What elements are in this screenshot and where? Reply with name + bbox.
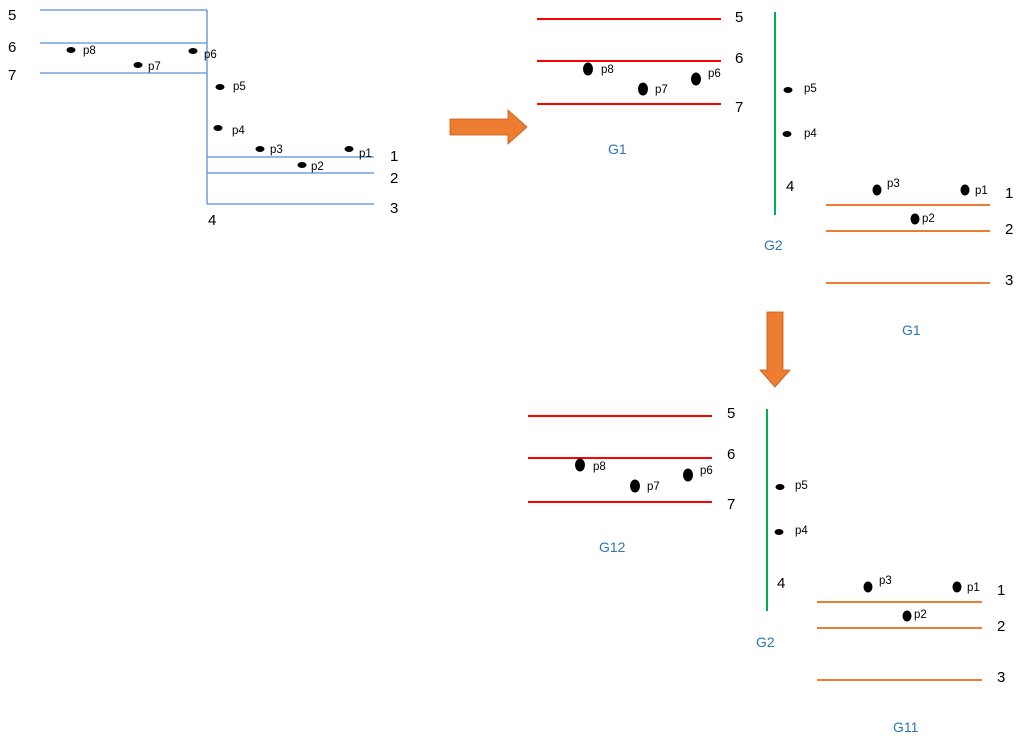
red-line-label-5: 5 bbox=[727, 405, 735, 422]
point-label-p2: p2 bbox=[922, 213, 935, 225]
red-line-label-6: 6 bbox=[727, 446, 735, 463]
orange-line-label-1: 1 bbox=[1005, 185, 1013, 202]
point-p8 bbox=[583, 62, 593, 76]
original-lines bbox=[40, 9, 374, 205]
point-p6 bbox=[188, 48, 198, 54]
original-diagram: 5 6 7 4 1 2 3 p8 p7 p6 p5 p4 p3 p1 p2 bbox=[8, 7, 398, 229]
line-label-3: 3 bbox=[390, 200, 398, 217]
point-p7 bbox=[638, 82, 648, 96]
red-line-label-5: 5 bbox=[735, 9, 743, 26]
point-label-p4: p4 bbox=[804, 128, 817, 140]
point-p5 bbox=[783, 87, 793, 93]
point-label-p6: p6 bbox=[708, 68, 721, 80]
point-p3 bbox=[863, 581, 873, 593]
red-line-label-6: 6 bbox=[735, 50, 743, 67]
green-line-label-4: 4 bbox=[786, 178, 794, 195]
point-label-p6: p6 bbox=[204, 49, 217, 61]
point-p4 bbox=[213, 125, 223, 131]
original-points bbox=[66, 47, 354, 168]
point-label-p7: p7 bbox=[148, 61, 161, 73]
group-label: G12 bbox=[599, 539, 626, 555]
point-p3 bbox=[255, 146, 265, 152]
orange-line-label-1: 1 bbox=[997, 582, 1005, 599]
split-2-orange-block: 1 2 3 p3 p1 p2 G11 bbox=[817, 575, 1005, 735]
group-label: G11 bbox=[893, 719, 919, 735]
point-label-p2: p2 bbox=[914, 609, 927, 621]
group-label: G1 bbox=[902, 322, 921, 338]
line-label-6: 6 bbox=[8, 39, 16, 56]
point-p8 bbox=[575, 458, 585, 472]
point-label-p4: p4 bbox=[232, 125, 245, 137]
point-p1 bbox=[952, 581, 962, 593]
group-label: G2 bbox=[764, 237, 783, 253]
point-label-p1: p1 bbox=[359, 148, 372, 160]
point-p2 bbox=[297, 162, 307, 168]
green-line-label-4: 4 bbox=[777, 575, 785, 592]
group-label: G2 bbox=[756, 634, 775, 650]
split-1: 5 6 7 p8 p7 p6 G1 4 p5 p4 G2 bbox=[537, 9, 1013, 338]
split-1-red-block: 5 6 7 p8 p7 p6 G1 bbox=[537, 9, 743, 157]
point-label-p8: p8 bbox=[83, 45, 96, 57]
point-p6 bbox=[691, 72, 701, 86]
orange-line-label-3: 3 bbox=[1005, 272, 1013, 289]
split-2: 5 6 7 p8 p7 p6 G12 4 p5 p4 G2 bbox=[528, 405, 1005, 735]
point-label-p1: p1 bbox=[967, 582, 980, 594]
point-p7 bbox=[133, 62, 143, 68]
point-p4 bbox=[774, 529, 784, 535]
point-label-p7: p7 bbox=[647, 481, 660, 493]
point-label-p4: p4 bbox=[795, 525, 808, 537]
group-label: G1 bbox=[608, 141, 627, 157]
split-2-green-block: 4 p5 p4 G2 bbox=[756, 409, 808, 650]
point-label-p2: p2 bbox=[311, 161, 324, 173]
point-p3 bbox=[872, 184, 882, 196]
point-p2 bbox=[902, 610, 912, 622]
point-p1 bbox=[960, 184, 970, 196]
line-label-4: 4 bbox=[208, 212, 216, 229]
point-p2 bbox=[910, 213, 920, 225]
point-p5 bbox=[215, 84, 225, 90]
red-line-label-7: 7 bbox=[727, 496, 735, 513]
red-line-label-7: 7 bbox=[735, 99, 743, 116]
point-label-p3: p3 bbox=[887, 178, 900, 190]
point-label-p3: p3 bbox=[879, 575, 892, 587]
split-2-red-block: 5 6 7 p8 p7 p6 G12 bbox=[528, 405, 735, 555]
orange-line-label-2: 2 bbox=[997, 618, 1005, 635]
point-label-p8: p8 bbox=[601, 64, 614, 76]
point-label-p5: p5 bbox=[804, 83, 817, 95]
point-label-p5: p5 bbox=[233, 81, 246, 93]
point-label-p3: p3 bbox=[270, 144, 283, 156]
point-label-p5: p5 bbox=[795, 480, 808, 492]
point-label-p6: p6 bbox=[700, 465, 713, 477]
point-p1 bbox=[344, 146, 354, 152]
line-label-1: 1 bbox=[390, 148, 398, 165]
point-p6 bbox=[683, 468, 693, 482]
arrow-down-icon bbox=[759, 311, 791, 388]
point-p8 bbox=[66, 47, 76, 53]
arrow-right-icon bbox=[449, 109, 528, 145]
orange-line-label-3: 3 bbox=[997, 669, 1005, 686]
line-label-5: 5 bbox=[8, 7, 16, 24]
line-label-2: 2 bbox=[390, 170, 398, 187]
split-1-orange-block: 1 2 3 p3 p1 p2 G1 bbox=[826, 178, 1013, 338]
point-p4 bbox=[782, 131, 792, 137]
point-p5 bbox=[775, 484, 785, 490]
split-1-green-block: 4 p5 p4 G2 bbox=[764, 12, 817, 253]
point-label-p7: p7 bbox=[655, 84, 668, 96]
point-label-p1: p1 bbox=[975, 185, 988, 197]
point-p7 bbox=[630, 479, 640, 493]
orange-line-label-2: 2 bbox=[1005, 221, 1013, 238]
point-label-p8: p8 bbox=[593, 461, 606, 473]
line-label-7: 7 bbox=[8, 67, 16, 84]
